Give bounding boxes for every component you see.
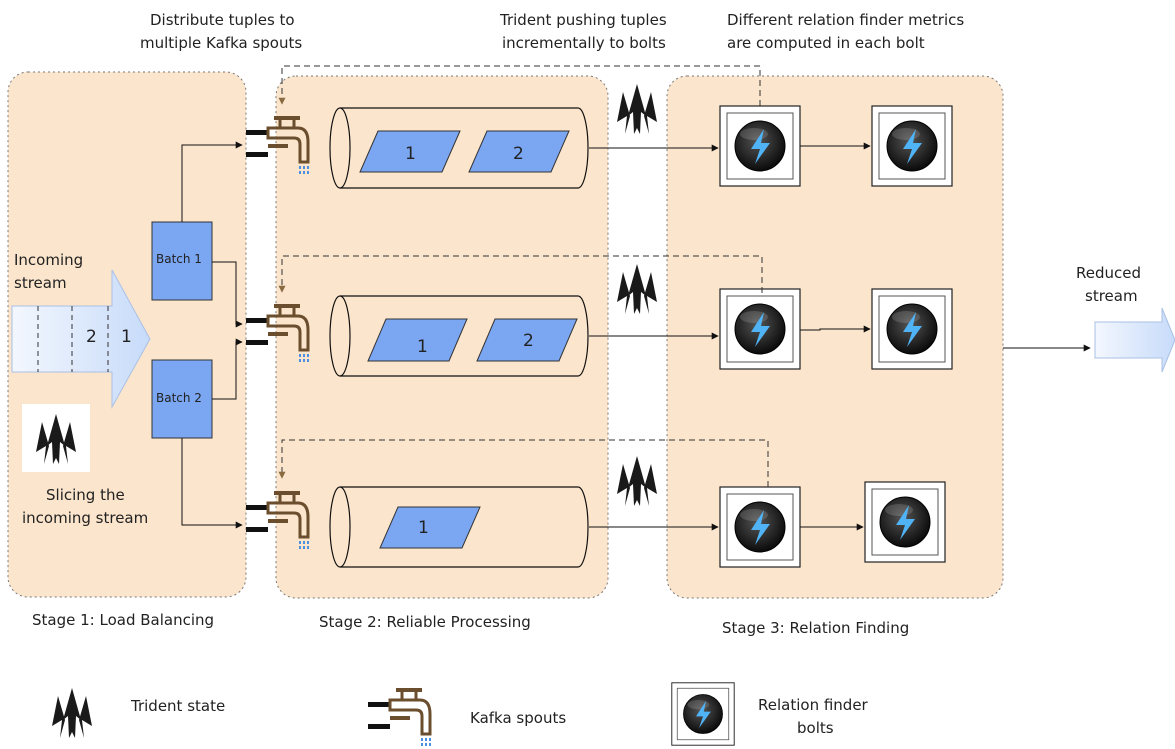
legend-bolts-label-line2: bolts bbox=[797, 719, 834, 737]
batch2-label: Batch 2 bbox=[156, 391, 202, 405]
note-trident-line1: Trident pushing tuples bbox=[499, 11, 667, 29]
stage3-caption: Stage 3: Relation Finding bbox=[722, 619, 909, 637]
incoming-label-line1: Incoming bbox=[14, 251, 83, 269]
tuple-parallelogram bbox=[468, 130, 570, 173]
slicing-label-line1: Slicing the bbox=[46, 486, 125, 504]
relation-finder-bolt-icon bbox=[864, 481, 946, 563]
slice-1: 1 bbox=[121, 327, 132, 347]
batch1-label: Batch 1 bbox=[156, 252, 202, 266]
note-distribute-line1: Distribute tuples to bbox=[150, 11, 295, 29]
incoming-label-line2: stream bbox=[14, 274, 67, 292]
note-metrics-line1: Different relation finder metrics bbox=[727, 11, 964, 29]
relation-finder-bolt-icon bbox=[719, 105, 801, 187]
legend-kafka-label: Kafka spouts bbox=[470, 709, 566, 727]
slice-2: 2 bbox=[86, 327, 97, 347]
relation-finder-bolt-icon bbox=[871, 288, 953, 370]
note-trident-line2: incrementally to bolts bbox=[502, 34, 666, 52]
trident-icon bbox=[617, 264, 657, 314]
stage2-caption: Stage 2: Reliable Processing bbox=[319, 613, 531, 631]
stage1-caption: Stage 1: Load Balancing bbox=[32, 611, 214, 629]
tuple-label: 1 bbox=[417, 337, 428, 357]
trident-icon bbox=[617, 84, 657, 134]
relation-finder-bolt-icon bbox=[719, 486, 801, 568]
tuple-parallelogram bbox=[359, 130, 461, 173]
tuple-label: 1 bbox=[405, 144, 416, 164]
trident-icon bbox=[617, 456, 657, 506]
incoming-stream-arrow bbox=[11, 269, 151, 409]
tuple-label: 2 bbox=[523, 331, 534, 351]
tuple-parallelogram bbox=[379, 506, 481, 549]
legend-trident-label: Trident state bbox=[130, 697, 225, 715]
legend-trident-icon bbox=[52, 688, 92, 738]
stage3-panel bbox=[666, 75, 1004, 599]
legend-kafka-icon bbox=[366, 686, 433, 748]
note-distribute-line2: multiple Kafka spouts bbox=[140, 34, 302, 52]
tuple-label: 2 bbox=[513, 144, 524, 164]
tuple-parallelogram bbox=[476, 318, 578, 362]
reduced-label-line2: stream bbox=[1085, 287, 1138, 305]
relation-finder-bolt-icon bbox=[719, 288, 801, 370]
legend-bolt-icon bbox=[671, 682, 735, 746]
legend-bolts-label-line1: Relation finder bbox=[758, 696, 869, 714]
batch1-box bbox=[151, 221, 213, 301]
tuple-parallelogram bbox=[367, 318, 468, 362]
relation-finder-bolt-icon bbox=[871, 105, 953, 187]
slicing-label-line2: incoming stream bbox=[22, 509, 148, 527]
reduced-label-line1: Reduced bbox=[1076, 264, 1141, 282]
note-metrics-line2: are computed in each bolt bbox=[727, 34, 925, 52]
reduced-stream-arrow bbox=[1094, 307, 1175, 373]
tuple-label: 1 bbox=[418, 518, 429, 538]
